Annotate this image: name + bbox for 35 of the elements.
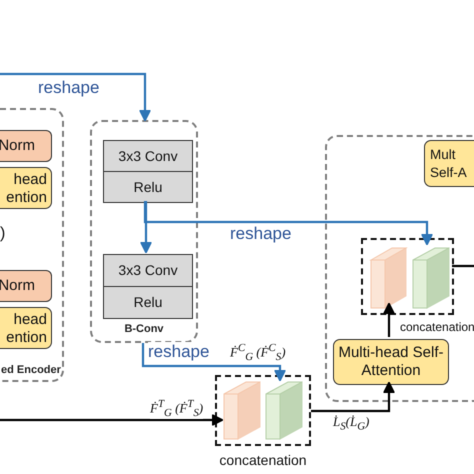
- connector-line: [452, 264, 474, 268]
- edge-label: reshape: [230, 224, 292, 244]
- group-label: B-Conv: [123, 323, 165, 335]
- concat-label: concatenation: [400, 320, 474, 334]
- edge-label: Ḟ$^{T}$$_{G}$ (Ḟ$^{T}$$_{S}$): [150, 398, 204, 419]
- edge-label: reshape: [148, 342, 210, 362]
- box-label: Multi-head Self-Attention: [337, 344, 445, 380]
- edge-label: reshape: [38, 78, 100, 98]
- arrow: [311, 381, 396, 412]
- arrow: [144, 201, 434, 246]
- conv-relu-box: [103, 140, 193, 203]
- norm-box: [0, 130, 52, 162]
- arrow: [382, 302, 396, 337]
- bracket-glyph: ): [0, 225, 6, 243]
- group-label: ed Encoder: [1, 364, 61, 376]
- box-label: head ention: [5, 311, 47, 347]
- dashed-group-frame: [90, 120, 198, 343]
- arrow: [142, 343, 286, 382]
- concat-label: concatenation: [218, 452, 308, 468]
- edge-label: L̇$_{S}$(L̇$_{G}$): [333, 414, 370, 433]
- layer-label: 3x3 Conv: [117, 148, 179, 164]
- box-label: head ention: [5, 171, 47, 207]
- dashed-group-frame: [325, 135, 474, 402]
- layer-label: 3x3 Conv: [117, 262, 179, 278]
- arrow: [140, 201, 152, 254]
- layer-label: Relu: [132, 179, 164, 195]
- attention-box: [424, 140, 474, 187]
- arrow: [0, 72, 152, 122]
- conv-relu-box: [103, 254, 193, 319]
- box-label: Mult Self-A: [430, 146, 468, 182]
- dashed-group-frame: [0, 108, 64, 382]
- norm-box: [0, 270, 52, 302]
- arrow: [0, 414, 224, 426]
- math-label: Ḟ$^{C}$$_{G}$ (Ḟ$^{C}$$_{S}$): [230, 342, 286, 363]
- layer-label: Relu: [132, 294, 164, 310]
